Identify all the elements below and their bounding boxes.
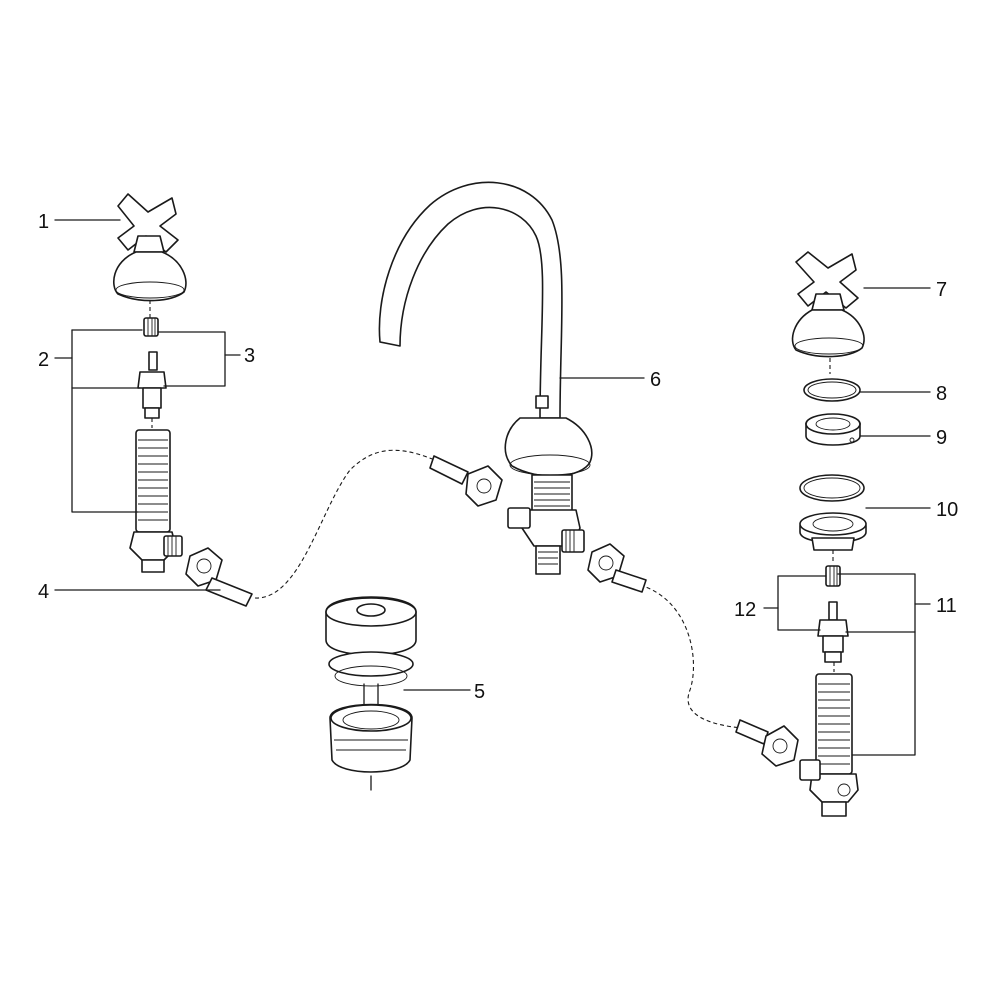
right-gasket <box>799 474 865 502</box>
pop-up-drain <box>325 596 417 791</box>
right-mounting-flange <box>799 512 867 551</box>
right-spline-adapter <box>825 565 841 587</box>
right-valve-body <box>799 673 859 817</box>
spout-left-hose-fitting <box>429 455 503 507</box>
label-9: 9 <box>936 427 947 449</box>
label-7: 7 <box>936 279 947 301</box>
right-valve-cartridge <box>817 601 849 663</box>
left-valve-cartridge <box>137 351 167 419</box>
left-hose-fitting <box>185 547 253 607</box>
label-12: 12 <box>734 599 756 621</box>
label-3: 3 <box>244 345 255 367</box>
label-4: 4 <box>38 581 49 603</box>
label-2: 2 <box>38 349 49 371</box>
left-spline-adapter <box>143 317 159 337</box>
label-10: 10 <box>936 499 958 521</box>
label-5: 5 <box>474 681 485 703</box>
label-6: 6 <box>650 369 661 391</box>
leader-lines <box>54 219 931 756</box>
label-11: 11 <box>936 595 957 617</box>
right-locking-nut <box>805 413 861 446</box>
right-flex-hose <box>639 584 743 729</box>
left-cross-handle <box>113 193 187 302</box>
label-8: 8 <box>936 383 947 405</box>
spout-right-hose-fitting <box>587 543 647 593</box>
right-o-ring-upper <box>803 378 861 402</box>
left-valve-body <box>129 429 183 573</box>
right-hose-fitting <box>735 719 799 767</box>
right-cross-handle <box>791 251 865 358</box>
label-1: 1 <box>38 211 49 233</box>
gooseneck-spout <box>378 181 593 575</box>
left-flex-hose <box>254 449 441 599</box>
